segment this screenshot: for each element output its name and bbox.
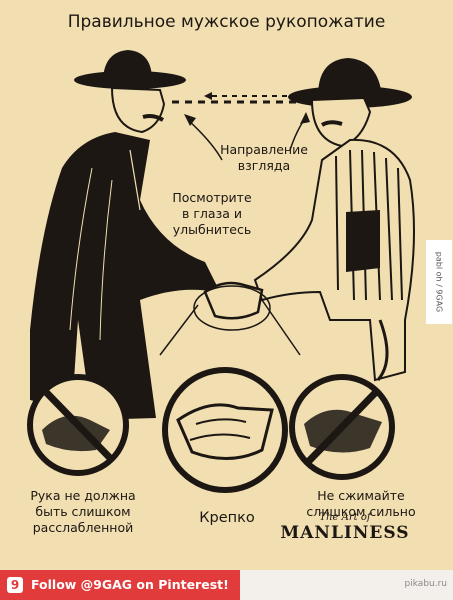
arrow-to-left-eye-icon [184, 114, 196, 126]
footer-bar: 9 Follow @9GAG on Pinterest! pikabu.ru [0, 570, 453, 600]
pinterest-follow-button[interactable]: 9 Follow @9GAG on Pinterest! [0, 570, 240, 600]
handshake [203, 281, 264, 320]
left-man-figure [30, 50, 218, 420]
firm-handshake-icon [162, 367, 288, 493]
watermark-tag: pabl oh / 9GAG [426, 240, 452, 324]
right-man-figure [253, 58, 415, 382]
poster: Правильное мужское рукопожатие Направлен… [27, 12, 452, 543]
illustration [27, 50, 415, 493]
poster-title: Правильное мужское рукопожатие [67, 12, 386, 32]
art-of-manliness-logo: The Art of MANLINESS [280, 512, 410, 543]
prohibited-tight-handshake-icon [289, 374, 395, 480]
follow-text: Follow @9GAG on Pinterest! [31, 577, 229, 592]
source-watermark: pikabu.ru [404, 579, 447, 589]
zoom-lines [159, 299, 301, 356]
firm-label: Крепко [199, 510, 255, 526]
arrow-to-right-eye-icon [300, 112, 310, 124]
prohibited-limp-handshake-icon [27, 374, 129, 476]
9gag-logo-icon: 9 [7, 577, 23, 593]
